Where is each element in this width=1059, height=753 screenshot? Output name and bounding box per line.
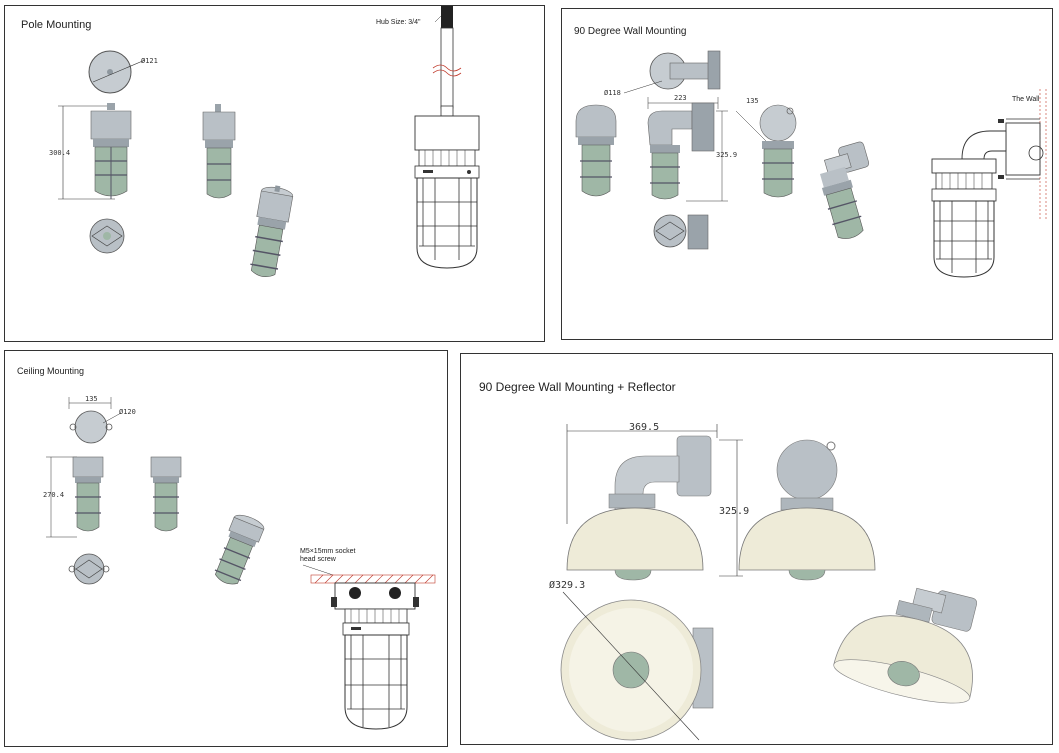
wall-mounting-title: 90 Degree Wall Mounting [574, 26, 687, 37]
ceiling-diameter-leader [102, 412, 122, 424]
pole-iso-view [250, 185, 294, 278]
ceiling-height-label: 270.4 [43, 491, 65, 499]
ceiling-diameter-label: Ø120 [119, 408, 136, 416]
reflector-height-label: 325.9 [719, 506, 750, 517]
ceiling-mounting-panel: Ceiling Mounting 135 Ø120 270.4 [4, 350, 448, 747]
ceiling-width-dimension [68, 397, 112, 409]
reflector-bottom-view [560, 591, 714, 741]
pole-mounting-panel: Pole Mounting Ø121 300.4 [4, 5, 545, 342]
reflector-mounting-panel: 90 Degree Wall Mounting + Reflector 369.… [460, 353, 1053, 745]
reflector-iso-view [833, 587, 978, 704]
wall-height-label: 325.9 [716, 151, 738, 159]
ceiling-front-view [46, 456, 104, 538]
wall-top-view [649, 50, 721, 90]
wall-the-wall-label: The Wall [1012, 96, 1040, 103]
wall-mounting-panel: 90 Degree Wall Mounting Ø118 223 325.9 [561, 8, 1053, 340]
pole-side-view [202, 104, 236, 199]
pole-mounting-title: Pole Mounting [21, 19, 92, 31]
wall-diameter-label: Ø118 [604, 89, 621, 97]
pole-top-view [88, 50, 146, 94]
pole-bottom-view [89, 218, 125, 254]
ceiling-screw-note-line1: M5×15mm socket [300, 548, 356, 555]
reflector-diameter-label: Ø329.3 [549, 580, 586, 591]
reflector-back-view [738, 439, 876, 581]
wall-diameter-leader [623, 80, 663, 94]
wall-back-view [759, 104, 797, 198]
ceiling-side-view [150, 456, 182, 532]
ceiling-screw-note-line2: head screw [300, 556, 336, 563]
reflector-height-dimension [719, 439, 743, 577]
ceiling-installed-drawing [302, 564, 436, 730]
pole-hub-size-label: Hub Size: 3/4" [376, 19, 421, 26]
ceiling-bottom-view [68, 553, 110, 585]
ceiling-top-view [69, 410, 113, 444]
ceiling-iso-view [214, 514, 265, 585]
pole-diameter-label: Ø121 [141, 57, 158, 65]
pole-front-elevation [58, 103, 132, 200]
wall-front-view [647, 102, 728, 202]
pole-hanging-fixture-drawing [414, 6, 480, 269]
wall-bottom-view [653, 214, 709, 250]
wall-width-label: 223 [674, 94, 687, 102]
wall-left-side-view [575, 104, 617, 197]
pole-height-label: 300.4 [49, 149, 71, 157]
ceiling-width-label: 135 [85, 395, 98, 403]
wall-installed-drawing [931, 89, 1047, 278]
reflector-width-label: 369.5 [629, 422, 660, 433]
ceiling-mounting-title: Ceiling Mounting [17, 366, 85, 376]
reflector-width-dimension [566, 424, 718, 524]
reflector-mounting-title: 90 Degree Wall Mounting + Reflector [479, 380, 676, 394]
wall-offset-label: 135 [746, 97, 759, 105]
reflector-front-view [566, 435, 712, 581]
wall-iso-view [819, 141, 870, 239]
